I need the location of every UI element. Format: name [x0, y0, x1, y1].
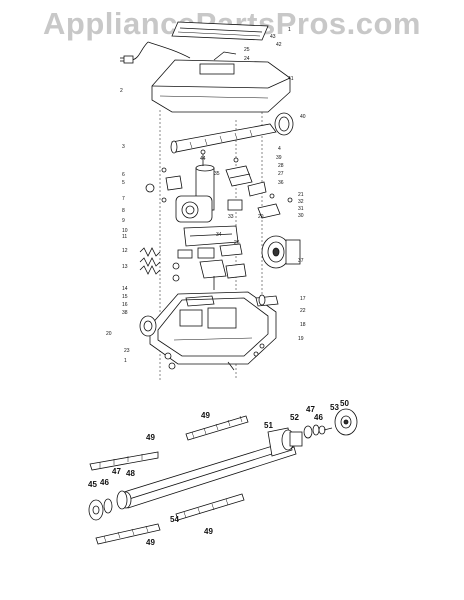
upper-callout-32: 12 — [122, 248, 128, 254]
upper-callout-0: 1 — [288, 27, 291, 33]
upper-callout-1: 43 — [270, 34, 276, 40]
belt-ring — [274, 112, 294, 136]
lower-callout-14: 49 — [146, 538, 155, 547]
upper-callout-34: 37 — [298, 258, 304, 264]
motor-column — [165, 149, 215, 223]
lower-callout-8: 47 — [112, 467, 121, 476]
handle-bracket — [225, 165, 281, 219]
upper-callout-41: 20 — [106, 331, 112, 337]
base-plate — [149, 291, 277, 365]
upper-callout-33: 13 — [122, 264, 128, 270]
upper-callout-13: 28 — [278, 163, 284, 169]
upper-callout-40: 18 — [300, 322, 306, 328]
upper-callout-8: 3 — [122, 144, 125, 150]
upper-callout-5: 2 — [120, 88, 123, 94]
hood-cover — [151, 51, 291, 113]
upper-callout-22: 30 — [298, 213, 304, 219]
brush-roll-shaft — [120, 439, 297, 509]
shaft-end-cap-right — [267, 427, 303, 457]
upper-callout-10: 4 — [278, 146, 281, 152]
upper-callout-19: 21 — [298, 192, 304, 198]
upper-callout-7: 40 — [300, 114, 306, 120]
lower-callout-3: 47 — [306, 405, 315, 414]
upper-callout-4: 24 — [244, 56, 250, 62]
end-disc — [334, 408, 358, 436]
lower-callout-7: 49 — [146, 433, 155, 442]
upper-callout-27: 9 — [122, 218, 125, 224]
right-bearing-set — [303, 424, 333, 439]
small-fasteners — [145, 157, 293, 203]
side-springs — [139, 247, 180, 282]
upper-callout-35: 15 — [122, 294, 128, 300]
upper-callout-12: 35 — [214, 171, 220, 177]
top-vent-grille — [171, 21, 269, 41]
upper-callout-24: 34 — [216, 232, 222, 238]
brush-roll — [170, 123, 277, 154]
upper-callout-6: 41 — [288, 76, 294, 82]
left-bristle-strip — [89, 451, 159, 471]
motor-fan — [261, 235, 301, 269]
left-bearing-set — [88, 490, 128, 521]
upper-callout-29: 11 — [122, 234, 127, 240]
lower-callout-1: 53 — [330, 403, 339, 412]
power-cord — [120, 41, 191, 64]
upper-callout-28: 10 — [122, 228, 128, 234]
upper-callout-44: 1 — [124, 358, 127, 364]
lower-callout-11: 46 — [100, 478, 109, 487]
lower-bristle-strip — [175, 493, 245, 521]
upper-callout-42: 19 — [298, 336, 304, 342]
center-linkage — [177, 225, 243, 259]
bottom-bristle-strip — [95, 523, 161, 545]
upper-callout-36: 16 — [122, 302, 128, 308]
lower-callout-12: 54 — [170, 515, 179, 524]
upper-callout-39: 22 — [300, 308, 306, 314]
lower-callout-13: 49 — [204, 527, 213, 536]
upper-callout-9: 44 — [200, 156, 206, 162]
upper-callout-14: 27 — [278, 171, 284, 177]
upper-callout-20: 32 — [298, 199, 304, 205]
upper-callout-16: 6 — [122, 172, 125, 178]
upper-callout-25: 33 — [228, 214, 234, 220]
lower-callout-4: 46 — [314, 413, 323, 422]
upper-callout-15: 36 — [278, 180, 284, 186]
upper-callout-31: 26 — [234, 240, 240, 246]
upper-callout-17: 5 — [122, 180, 125, 186]
upper-callout-37: 17 — [300, 296, 306, 302]
height-adjust-parts — [199, 259, 247, 290]
upper-callout-38: 38 — [122, 310, 128, 316]
front-wheel — [139, 315, 157, 337]
lower-callout-0: 50 — [340, 399, 349, 408]
upper-callout-11: 39 — [276, 155, 282, 161]
lower-callout-10: 45 — [88, 480, 97, 489]
rear-axle — [255, 294, 279, 307]
upper-callout-3: 25 — [244, 47, 250, 53]
lower-callout-5: 49 — [201, 411, 210, 420]
upper-callout-labels: 1434225242414034443935282736657213231308… — [106, 27, 306, 364]
upper-callout-26: 29 — [258, 214, 264, 220]
upper-callout-18: 7 — [122, 196, 125, 202]
upper-callout-23: 8 — [122, 208, 125, 214]
upper-bristle-strip — [185, 415, 249, 441]
upper-callout-21: 31 — [298, 206, 304, 212]
upper-callout-30: 14 — [122, 286, 128, 292]
lower-callout-2: 52 — [290, 413, 299, 422]
upper-callout-43: 23 — [124, 348, 130, 354]
lower-callout-9: 48 — [126, 469, 135, 478]
base-screws — [164, 343, 265, 371]
upper-callout-2: 42 — [276, 42, 282, 48]
lower-callout-6: 51 — [264, 421, 273, 430]
